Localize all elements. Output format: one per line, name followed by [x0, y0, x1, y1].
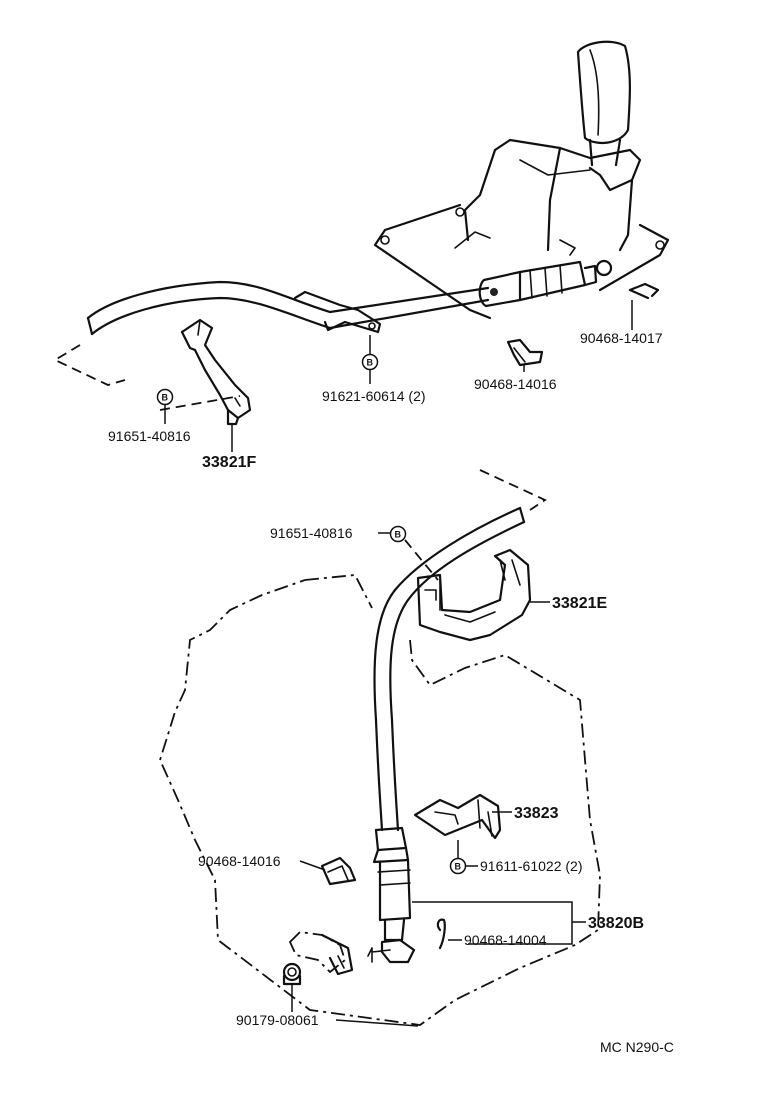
- bracket-33821E: [416, 548, 532, 642]
- shift-cable-upper: [53, 280, 490, 386]
- label-33821E: 33821E: [552, 595, 607, 612]
- bolt-marker: B: [162, 393, 169, 403]
- bracket-33823: [413, 793, 502, 840]
- label-91611-61022: 91611-61022 (2): [480, 858, 582, 874]
- clip-90468-14016-low: [320, 856, 357, 886]
- top-callouts: 90468-14017 B 91621-60614 (2) 90468-1401…: [108, 300, 663, 471]
- lower-callouts: 91651-40816 B 33821E 33823 90468-14016 B…: [198, 525, 674, 1055]
- label-33821F: 33821F: [202, 454, 256, 471]
- label-91621-60614: 91621-60614 (2): [322, 388, 426, 404]
- shift-lever-assembly: [373, 40, 670, 320]
- label-90468-14004: 90468-14004: [464, 932, 547, 948]
- bolt-marker: B: [455, 862, 462, 872]
- label-91651-40816-mid: 91651-40816: [270, 525, 353, 541]
- bolt-marker: B: [395, 530, 402, 540]
- label-90468-14016-top: 90468-14016: [474, 376, 557, 392]
- transmission-outline: [159, 574, 601, 1026]
- bolt-marker: B: [367, 358, 374, 368]
- transmission-lever: [282, 931, 354, 986]
- label-90468-14017: 90468-14017: [580, 330, 663, 346]
- label-90468-14016-low: 90468-14016: [198, 853, 281, 869]
- label-33823: 33823: [514, 805, 559, 822]
- pin-90468-14004: [436, 918, 446, 950]
- shift-cable-lower: [367, 506, 526, 964]
- label-90179-08061: 90179-08061: [236, 1012, 319, 1028]
- label-91651-40816-top: 91651-40816: [108, 428, 191, 444]
- label-33820B: 33820B: [588, 915, 644, 932]
- cable-dashed-guide: [479, 469, 547, 511]
- clip-90468-14016-top: [506, 338, 544, 367]
- bracket-33821F: [180, 318, 252, 426]
- figure-code: MC N290-C: [600, 1039, 674, 1055]
